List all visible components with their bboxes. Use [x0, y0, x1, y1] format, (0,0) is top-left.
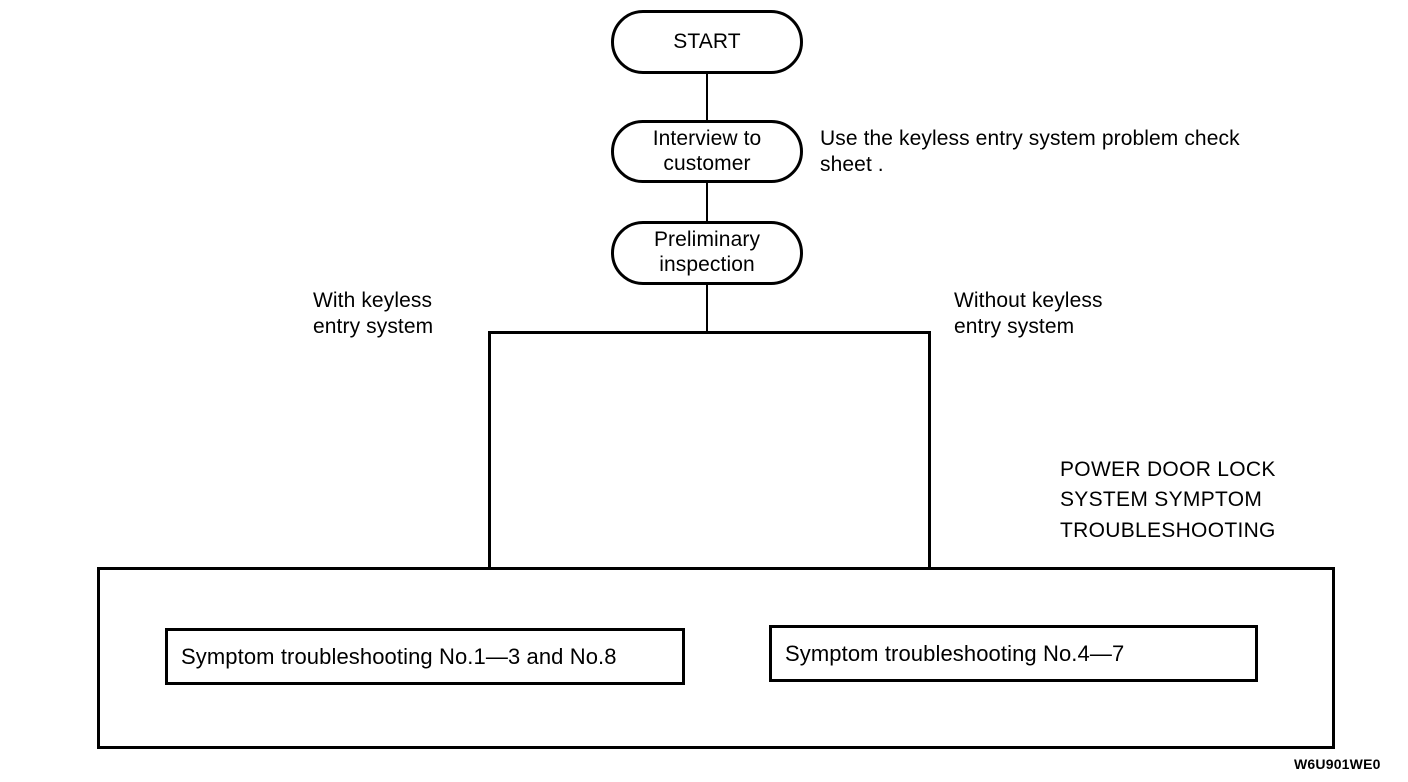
connector-preliminary-to-branch [706, 284, 708, 334]
node-interview-label-line2: customer [663, 151, 751, 175]
branch-label-without-keyless: Without keyless entry system [954, 289, 1103, 339]
branch-split-bar [488, 331, 929, 334]
node-interview-label-line1: Interview to [652, 126, 762, 150]
node-interview-to-customer: Interview to customer [611, 120, 803, 183]
result-box-symptom-4-7: Symptom troubleshooting No.4—7 [769, 625, 1258, 682]
result-box-right-label: Symptom troubleshooting No.4—7 [785, 640, 1125, 666]
result-box-symptom-1-3-and-8: Symptom troubleshooting No.1—3 and No.8 [165, 628, 685, 685]
node-preliminary-inspection: Preliminary inspection [611, 221, 803, 285]
connector-interview-to-preliminary [706, 182, 708, 222]
group-heading: POWER DOOR LOCK SYSTEM SYMPTOM TROUBLESH… [1060, 458, 1276, 542]
node-preliminary-label-line2: inspection [659, 253, 755, 276]
connector-branch-right-shaft [928, 331, 931, 608]
connector-start-to-interview [706, 73, 708, 121]
note-check-sheet: Use the keyless entry system problem che… [820, 127, 1240, 177]
result-box-left-label: Symptom troubleshooting No.1—3 and No.8 [181, 643, 617, 669]
figure-code: W6U901WE0 [1294, 756, 1381, 772]
node-start-label: START [673, 29, 741, 53]
node-preliminary-label-line1: Preliminary [653, 228, 761, 252]
branch-label-with-keyless: With keyless entry system [313, 289, 434, 339]
connector-branch-left-shaft [488, 331, 491, 611]
node-start: START [611, 10, 803, 74]
